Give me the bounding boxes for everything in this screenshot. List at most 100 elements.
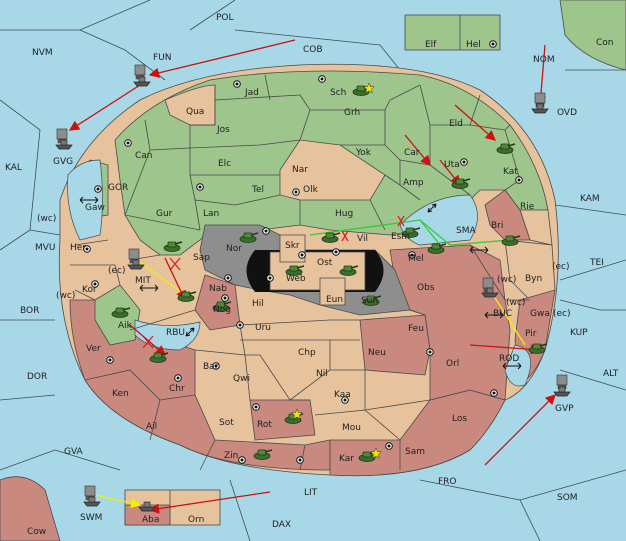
label-byn: Byn	[525, 274, 542, 284]
label-chp: Chp	[298, 348, 316, 358]
label-gaw: Gaw	[85, 203, 105, 213]
label-pol: POL	[216, 13, 234, 23]
label-vil: Vil	[357, 234, 368, 244]
label-nvm: NVM	[32, 48, 53, 58]
label-mou: Mou	[342, 423, 361, 433]
label-som: SOM	[557, 493, 578, 503]
label-sch: Sch	[330, 88, 346, 98]
coast-her-wc: (wc)	[37, 214, 56, 224]
label-orl: Orl	[446, 359, 459, 369]
label-neu: Neu	[368, 348, 386, 358]
label-ovd: OVD	[557, 108, 577, 118]
territory-labels: POL NVM FUN COB Con NOM OVD Elf Hel KAL …	[5, 13, 619, 537]
coast-kor-wc: (wc)	[56, 291, 75, 301]
sea-rod[interactable]	[504, 344, 531, 387]
label-gor: GOR	[108, 183, 128, 193]
label-fun: FUN	[153, 53, 172, 63]
label-gva: GVA	[64, 447, 84, 457]
label-lan: Lan	[203, 209, 219, 219]
label-grh: Grh	[344, 108, 360, 118]
label-aba: Aba	[142, 515, 159, 525]
coast-gwa-wc: (wc)	[506, 298, 525, 308]
label-sun: Sun	[361, 296, 378, 306]
label-cow: Cow	[27, 527, 46, 537]
label-eun: Eun	[326, 295, 343, 305]
label-kal: KAL	[5, 163, 22, 173]
label-olk: Olk	[303, 185, 319, 195]
label-nar: Nar	[292, 165, 308, 175]
label-her: Her	[70, 243, 86, 253]
label-uta: Uta	[444, 160, 460, 170]
label-pir: Pir	[525, 329, 537, 339]
territory-borders	[70, 74, 530, 471]
sea-sma[interactable]	[399, 194, 478, 246]
coast-gwa-ec: (ec)	[553, 309, 571, 319]
label-rot: Rot	[257, 420, 272, 430]
highlight-stars	[291, 82, 382, 459]
label-gur: Gur	[156, 209, 173, 219]
label-bri: Bri	[491, 221, 503, 231]
label-kor: Kor	[82, 285, 97, 295]
island-elf-hel	[404, 14, 501, 51]
label-mel: Mel	[408, 254, 424, 264]
failed-orders	[142, 215, 405, 349]
label-nom: NOM	[533, 55, 555, 65]
territory-cow[interactable]	[0, 476, 61, 541]
label-nab: Nab	[209, 284, 227, 294]
label-nil: Nil	[316, 369, 328, 379]
label-bar: Bar	[203, 362, 219, 372]
label-gvp: GVP	[555, 404, 574, 414]
label-elc: Elc	[218, 159, 231, 169]
coast-kor-ec: (ec)	[108, 266, 126, 276]
support-orders-green	[309, 219, 511, 246]
label-orn: Orn	[188, 515, 204, 525]
label-dor: DOR	[27, 372, 47, 382]
label-gvg: GVG	[53, 157, 73, 167]
label-ken: Ken	[112, 389, 129, 399]
coast-rie-ec: (ec)	[552, 262, 570, 272]
label-sap: Sap	[193, 253, 210, 263]
label-rbu: RBU	[166, 328, 185, 338]
label-skr: Skr	[285, 241, 300, 251]
label-fro: FRO	[438, 477, 457, 487]
label-obs: Obs	[417, 283, 435, 293]
label-hug: Hug	[335, 209, 353, 219]
label-con: Con	[596, 38, 614, 48]
label-sot: Sot	[219, 418, 234, 428]
label-esm: Esm	[391, 232, 410, 242]
label-dax: DAX	[272, 520, 291, 530]
label-bor: BOR	[20, 306, 39, 316]
label-kar: Kar	[339, 454, 354, 464]
label-elf: Elf	[425, 40, 437, 50]
label-nog: Nog	[213, 305, 231, 315]
label-mvu: MVU	[35, 243, 56, 253]
label-uru: Uru	[255, 323, 271, 333]
label-jos: Jos	[216, 125, 230, 135]
label-buc: BUC	[493, 309, 512, 319]
label-amp: Amp	[403, 178, 424, 188]
label-ail: Ail	[146, 422, 157, 432]
label-eld: Eld	[449, 119, 463, 129]
label-lit: LIT	[304, 488, 318, 498]
label-car: Car	[404, 148, 420, 158]
label-chr: Chr	[169, 384, 185, 394]
label-ost: Ost	[317, 258, 333, 268]
label-mit: MIT	[135, 276, 151, 286]
coast-byn-wc: (wc)	[497, 275, 516, 285]
label-gwa: Gwa	[530, 309, 550, 319]
label-jad: Jad	[244, 88, 259, 98]
label-kat: Kat	[503, 167, 518, 177]
label-qua: Qua	[186, 107, 204, 117]
label-sam: Sam	[405, 447, 425, 457]
label-tel: Tel	[251, 185, 264, 195]
label-aik: Aik	[118, 321, 133, 331]
region-south-red	[69, 299, 331, 471]
label-kaa: Kaa	[334, 390, 351, 400]
label-ver: Ver	[86, 344, 101, 354]
move-orders	[68, 39, 556, 514]
label-los: Los	[452, 414, 467, 424]
label-rie: Rie	[520, 202, 535, 212]
label-qwi: Qwi	[233, 374, 250, 384]
